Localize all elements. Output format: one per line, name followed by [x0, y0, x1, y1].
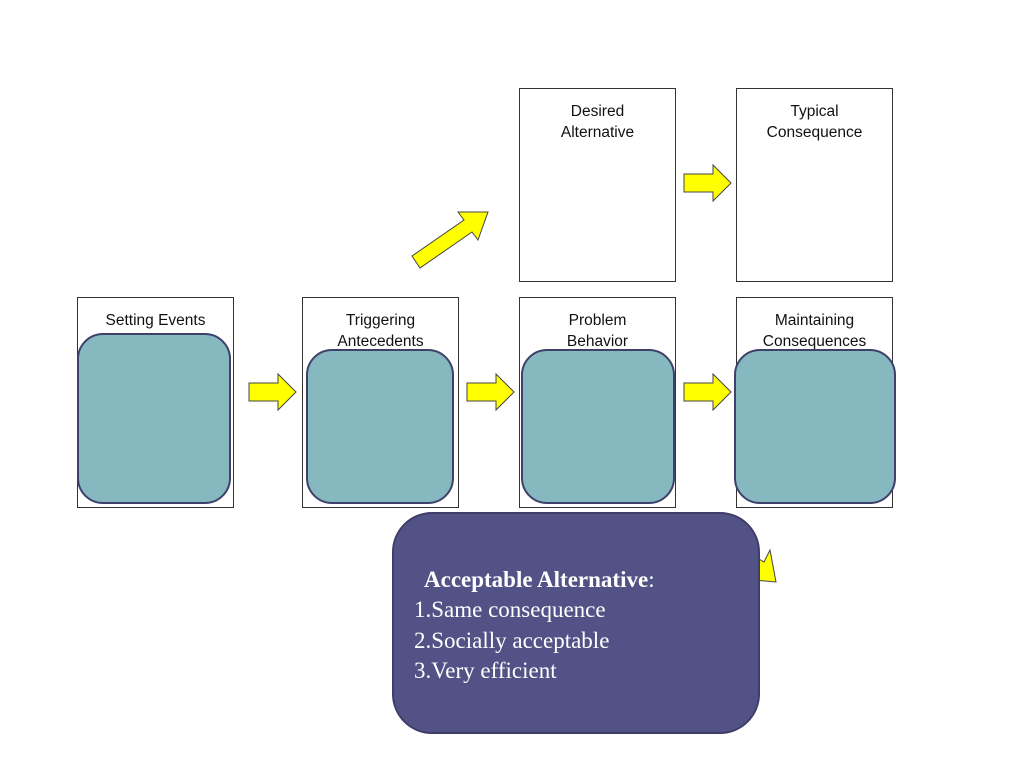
arrow-right-top-icon [683, 163, 732, 203]
criteria-item: 3.Very efficient [414, 658, 557, 683]
typical-consequence-label-line1: Typical [790, 103, 839, 120]
problem-behavior-label-line1: Problem [568, 312, 627, 329]
acceptable-alternative-callout: Acceptable Alternative: 1.Same consequen… [392, 512, 760, 734]
desired-alternative-label: Desired Alternative [520, 101, 675, 143]
arrow-right-2-icon [466, 372, 515, 412]
callout-criteria-list: 1.Same consequence 2.Socially acceptable… [414, 595, 609, 687]
problem-behavior-label-line2: Behavior [566, 333, 629, 350]
triggering-antecedents-fill [306, 349, 454, 504]
maintaining-consequences-fill [734, 349, 896, 504]
setting-events-label-line1: Setting Events [105, 312, 206, 329]
triggering-antecedents-label-line2: Antecedents [337, 333, 424, 350]
triggering-antecedents-label-line1: Triggering [345, 312, 416, 329]
callout-title-text: Acceptable Alternative [424, 567, 649, 592]
desired-alternative-label-line2: Alternative [560, 124, 635, 141]
maintaining-consequences-label-line2: Consequences [762, 333, 867, 350]
criteria-item: 1.Same consequence [414, 597, 606, 622]
callout-title-suffix: : [648, 567, 655, 592]
triggering-antecedents-label: Triggering Antecedents [303, 310, 458, 352]
setting-events-fill [77, 333, 231, 504]
typical-consequence-label: Typical Consequence [737, 101, 892, 143]
typical-consequence-box: Typical Consequence [736, 88, 893, 282]
typical-consequence-label-line2: Consequence [766, 124, 863, 141]
callout-title: Acceptable Alternative: [424, 565, 655, 596]
maintaining-consequences-label: Maintaining Consequences [737, 310, 892, 352]
desired-alternative-label-line1: Desired [570, 103, 625, 120]
problem-behavior-fill [521, 349, 675, 504]
arrow-right-1-icon [248, 372, 297, 412]
criteria-item: 2.Socially acceptable [414, 627, 610, 653]
maintaining-consequences-label-line1: Maintaining [774, 312, 855, 329]
setting-events-label: Setting Events [78, 310, 233, 331]
problem-behavior-label: Problem Behavior [520, 310, 675, 352]
arrow-diagonal-icon [411, 211, 489, 269]
arrow-right-3-icon [683, 372, 732, 412]
desired-alternative-box: Desired Alternative [519, 88, 676, 282]
